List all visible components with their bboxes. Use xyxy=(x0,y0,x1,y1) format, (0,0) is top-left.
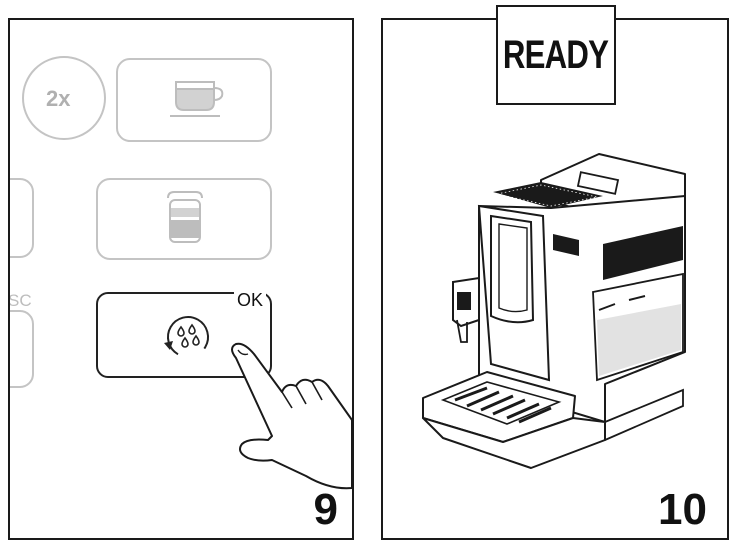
left-key-row2[interactable] xyxy=(10,178,34,258)
esc-key[interactable] xyxy=(10,310,34,388)
double-cup-label: 2x xyxy=(46,86,71,111)
double-cup-key[interactable]: 2x xyxy=(22,56,106,140)
descale-drops-icon xyxy=(164,316,209,358)
coffee-machine-icon xyxy=(422,153,686,469)
cup-icon xyxy=(170,81,224,117)
step-number: 9 xyxy=(313,485,338,534)
latte-glass-icon xyxy=(167,191,203,243)
ok-label: OK xyxy=(234,291,267,309)
step-10-panel: 10 xyxy=(381,18,729,540)
ready-status-text: READY xyxy=(503,32,609,77)
ready-display-box: READY xyxy=(496,5,616,105)
step-9-panel: 2x SC OK xyxy=(8,18,354,540)
espresso-key[interactable] xyxy=(116,58,272,142)
latte-key[interactable] xyxy=(96,178,272,260)
esc-key-label: SC xyxy=(8,291,32,310)
pointing-hand-icon xyxy=(231,342,352,490)
step-number: 10 xyxy=(658,485,707,534)
